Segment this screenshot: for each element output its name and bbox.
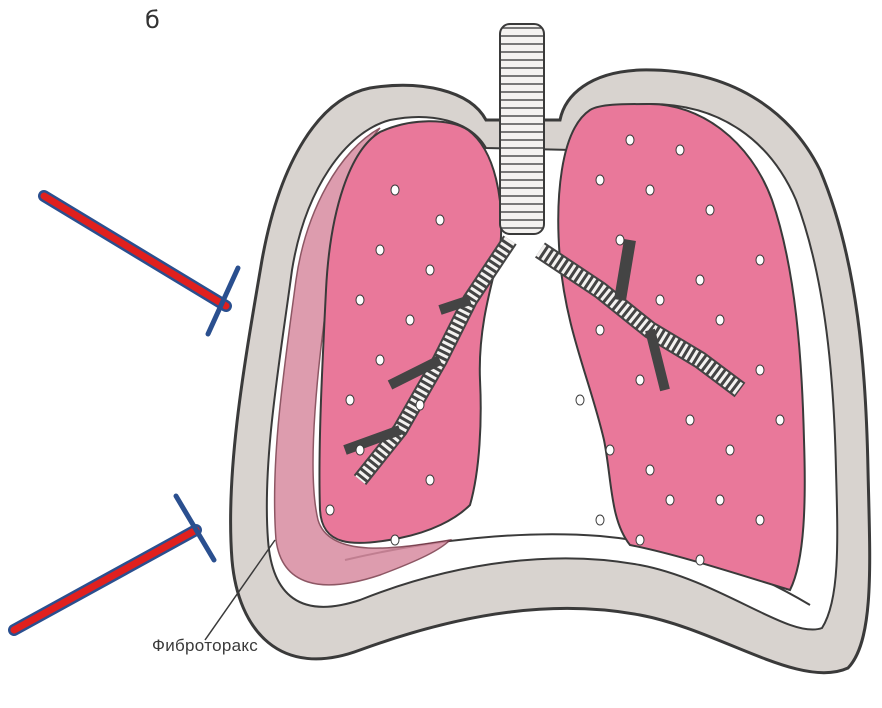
alveolus bbox=[326, 505, 334, 515]
callout-arrow-icon bbox=[44, 196, 238, 334]
alveolus bbox=[716, 315, 724, 325]
alveolus bbox=[416, 400, 424, 410]
alveolus bbox=[406, 315, 414, 325]
alveolus bbox=[606, 445, 614, 455]
alveolus bbox=[636, 535, 644, 545]
alveolus bbox=[686, 415, 694, 425]
alveolus bbox=[726, 445, 734, 455]
alveolus bbox=[356, 445, 364, 455]
fibrothorax-label: Фиброторакс bbox=[152, 636, 258, 656]
alveolus bbox=[636, 375, 644, 385]
callout-arrow-icon bbox=[14, 496, 214, 630]
alveolus bbox=[646, 465, 654, 475]
alveolus bbox=[346, 395, 354, 405]
alveolus bbox=[756, 515, 764, 525]
alveolus bbox=[376, 245, 384, 255]
alveolus bbox=[596, 325, 604, 335]
alveolus bbox=[596, 515, 604, 525]
alveolus bbox=[696, 555, 704, 565]
alveolus bbox=[646, 185, 654, 195]
alveolus bbox=[391, 185, 399, 195]
alveolus bbox=[426, 475, 434, 485]
alveolus bbox=[426, 265, 434, 275]
alveolus bbox=[706, 205, 714, 215]
alveolus bbox=[696, 275, 704, 285]
alveolus bbox=[576, 395, 584, 405]
alveolus bbox=[436, 215, 444, 225]
alveolus bbox=[626, 135, 634, 145]
left-lung bbox=[319, 121, 501, 543]
trachea-icon bbox=[500, 24, 544, 234]
alveolus bbox=[676, 145, 684, 155]
alveolus bbox=[756, 255, 764, 265]
alveolus bbox=[376, 355, 384, 365]
alveolus bbox=[666, 495, 674, 505]
alveolus bbox=[776, 415, 784, 425]
alveolus bbox=[656, 295, 664, 305]
alveolus bbox=[356, 295, 364, 305]
alveolus bbox=[596, 175, 604, 185]
alveolus bbox=[391, 535, 399, 545]
alveolus bbox=[716, 495, 724, 505]
alveolus bbox=[756, 365, 764, 375]
panel-letter: б bbox=[145, 6, 160, 34]
alveolus bbox=[616, 235, 624, 245]
